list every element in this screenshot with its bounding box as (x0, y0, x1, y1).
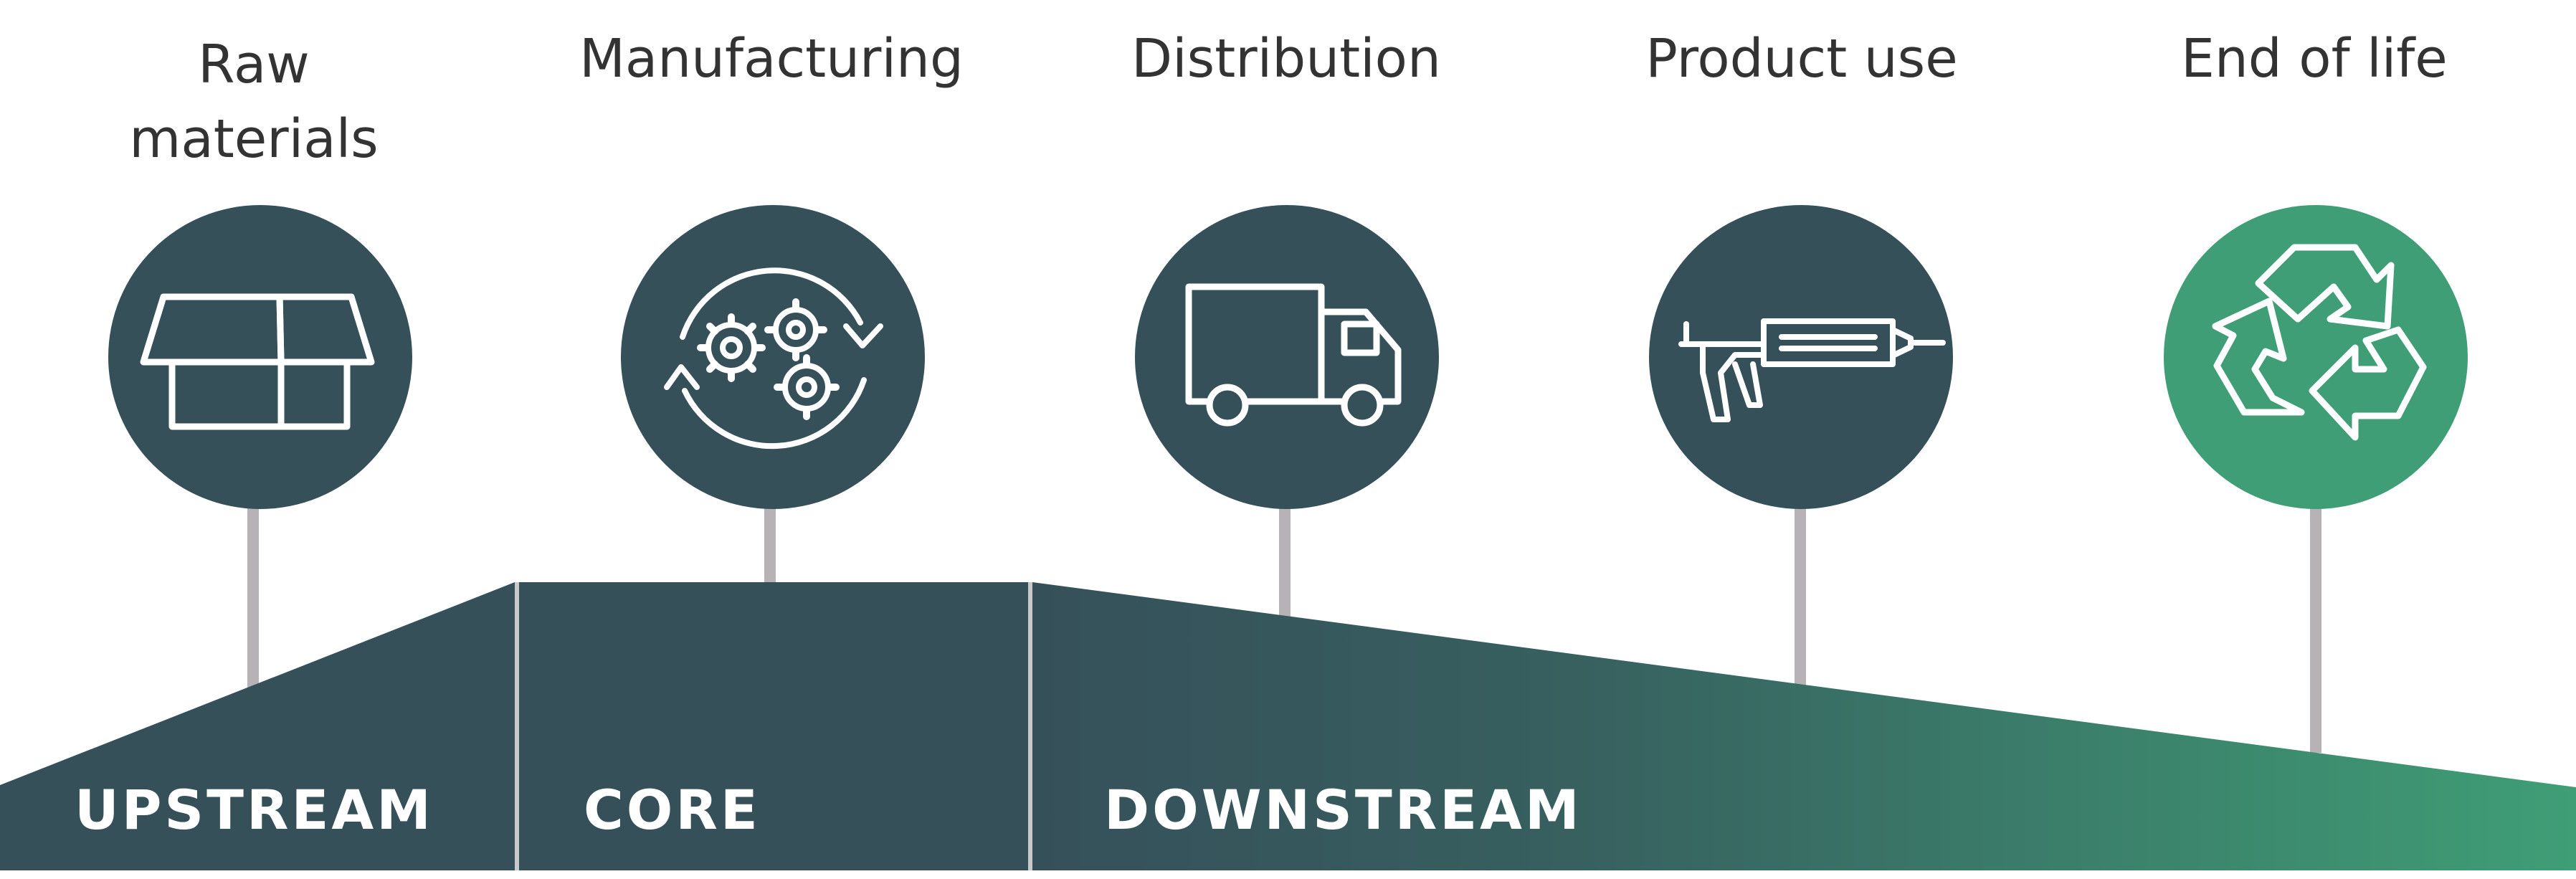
box-icon (140, 293, 375, 430)
phase-label-core: CORE (584, 778, 761, 842)
truck-icon (1185, 283, 1402, 427)
core-band (519, 582, 1028, 879)
stem-product-use (1795, 502, 1806, 688)
end-of-life-circle (2164, 205, 2468, 509)
stage-label-raw-line2: materials (129, 108, 379, 170)
divider-core-downstream (1028, 582, 1032, 879)
stage-label-raw-line1: Raw (198, 34, 310, 95)
divider-upstream-core (515, 582, 519, 879)
stage-label-raw-materials: Raw materials (53, 27, 455, 176)
upstream-band (0, 582, 515, 879)
manufacturing-circle (621, 205, 925, 509)
stem-distribution (1279, 502, 1291, 624)
stage-label-product-use: Product use (1645, 28, 1958, 90)
stem-raw-materials (247, 502, 259, 688)
phase-label-downstream: DOWNSTREAM (1104, 778, 1582, 842)
gears-cycle-icon (664, 267, 883, 450)
caulking-gun-icon (1678, 318, 1946, 422)
bottom-strip (0, 870, 2576, 879)
stem-end-of-life (2310, 502, 2321, 753)
stage-label-distribution: Distribution (1131, 28, 1441, 90)
stage-label-manufacturing: Manufacturing (579, 28, 964, 90)
phase-label-upstream: UPSTREAM (75, 778, 434, 842)
distribution-circle (1135, 205, 1439, 509)
stem-manufacturing (764, 502, 776, 588)
recycle-icon (2212, 244, 2427, 441)
product-use-circle (1649, 205, 1953, 509)
raw-materials-circle (108, 205, 412, 509)
stage-label-end-of-life: End of life (2181, 28, 2448, 90)
downstream-band (1032, 582, 2576, 879)
